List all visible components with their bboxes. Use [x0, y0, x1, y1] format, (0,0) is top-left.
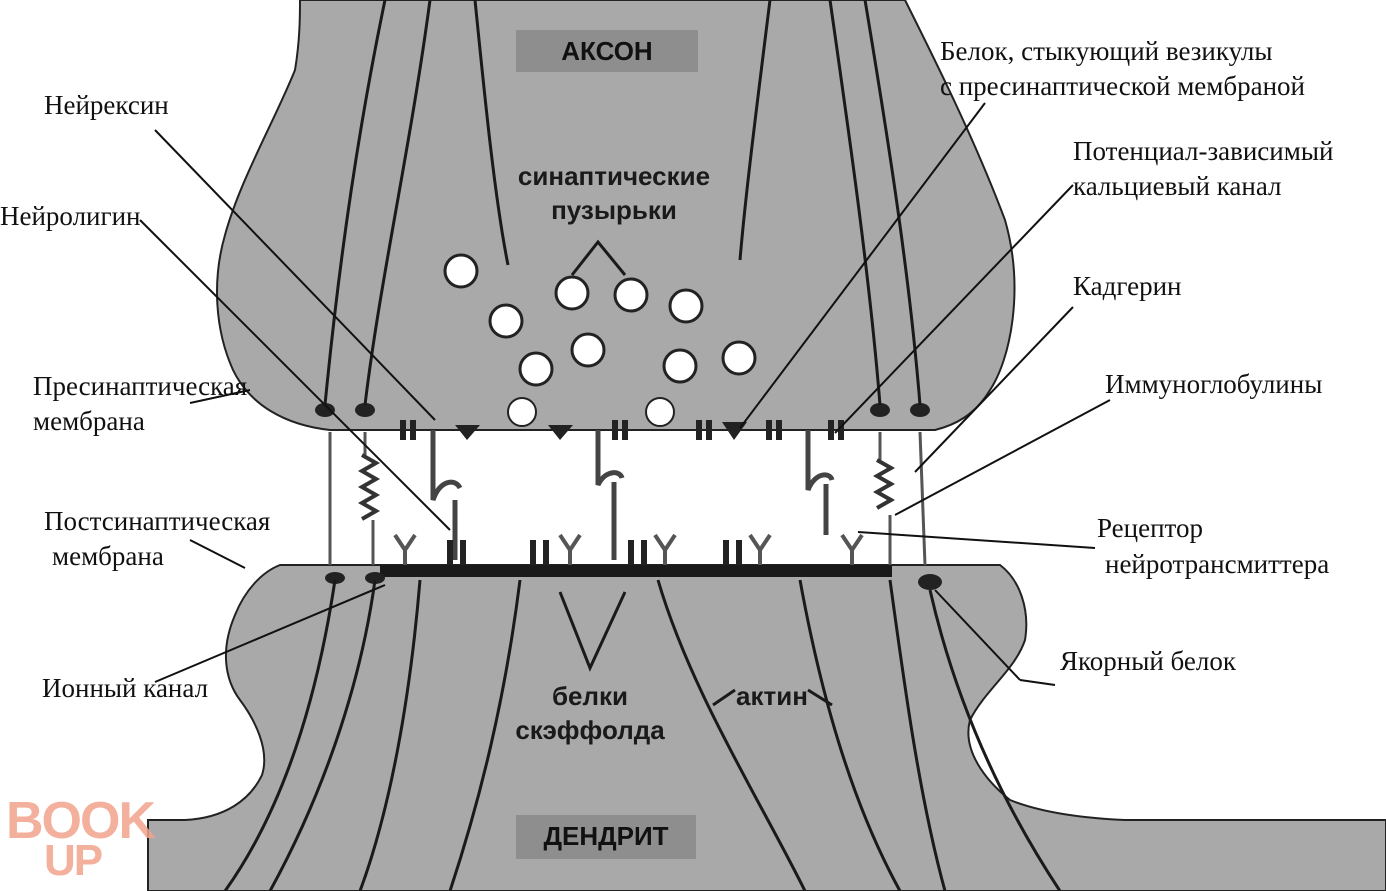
cadherin-coil-left: [357, 453, 381, 521]
actin-label: актин: [736, 681, 808, 711]
synaptic-vesicles: [443, 253, 757, 387]
vesicles-label-line2: пузырьки: [551, 195, 677, 225]
label-postsynaptic-line1: Постсинаптическая: [44, 506, 271, 536]
scaffold-bar: [380, 565, 892, 577]
label-immunoglobulins: Иммуноглобулины: [1105, 369, 1323, 399]
receptors: [393, 533, 864, 565]
axon-label-box: АКСОН: [516, 30, 698, 72]
label-calcium-line1: Потенциал-зависимый: [1073, 136, 1334, 166]
leader-lines: [139, 102, 1111, 686]
dendrite: [147, 564, 1386, 891]
cleft-connectors: [328, 431, 927, 566]
label-postsynaptic-line2: мембрана: [52, 541, 164, 571]
scaffold-label-line1: белки: [551, 681, 629, 711]
label-presynaptic-line2: мембрана: [33, 406, 145, 436]
label-receptor-line1: Рецептор: [1097, 513, 1203, 543]
inner-pointers: [558, 239, 833, 707]
fusing-vesicles: [507, 397, 675, 427]
label-docking-line1: Белок, стыкующий везикулы: [940, 36, 1273, 66]
label-presynaptic-line1: Пресинаптическая: [33, 371, 248, 401]
dendrite-label-box: ДЕНДРИТ: [516, 815, 696, 859]
label-neuroligin: Нейролигин: [0, 201, 141, 231]
watermark-logo-line1: BOOK: [6, 792, 156, 850]
ion-channels: [447, 540, 742, 565]
label-anchor: Якорный белок: [1060, 646, 1237, 676]
cadherin-coil-right: [872, 458, 896, 510]
label-docking-line2: с пресинаптической мембраной: [940, 71, 1305, 101]
neurexin-hooks: [430, 430, 835, 560]
dendrite-filaments: [223, 579, 1062, 891]
presynaptic-proteins: [315, 403, 930, 440]
label-ion-channel: Ионный канал: [42, 673, 209, 703]
anchor-proteins: [325, 572, 942, 590]
label-calcium-line2: кальциевый канал: [1073, 171, 1282, 201]
vesicles-label-line1: синаптические: [517, 161, 711, 191]
scaffold-label-line2: скэффолда: [515, 715, 665, 745]
watermark-logo-line2: UP: [44, 836, 103, 885]
label-receptor-line2: нейротрансмиттера: [1105, 549, 1330, 579]
axon-terminal: [216, 0, 1016, 431]
label-neurexin: Нейрексин: [44, 90, 169, 120]
label-cadherin: Кадгерин: [1073, 271, 1182, 301]
